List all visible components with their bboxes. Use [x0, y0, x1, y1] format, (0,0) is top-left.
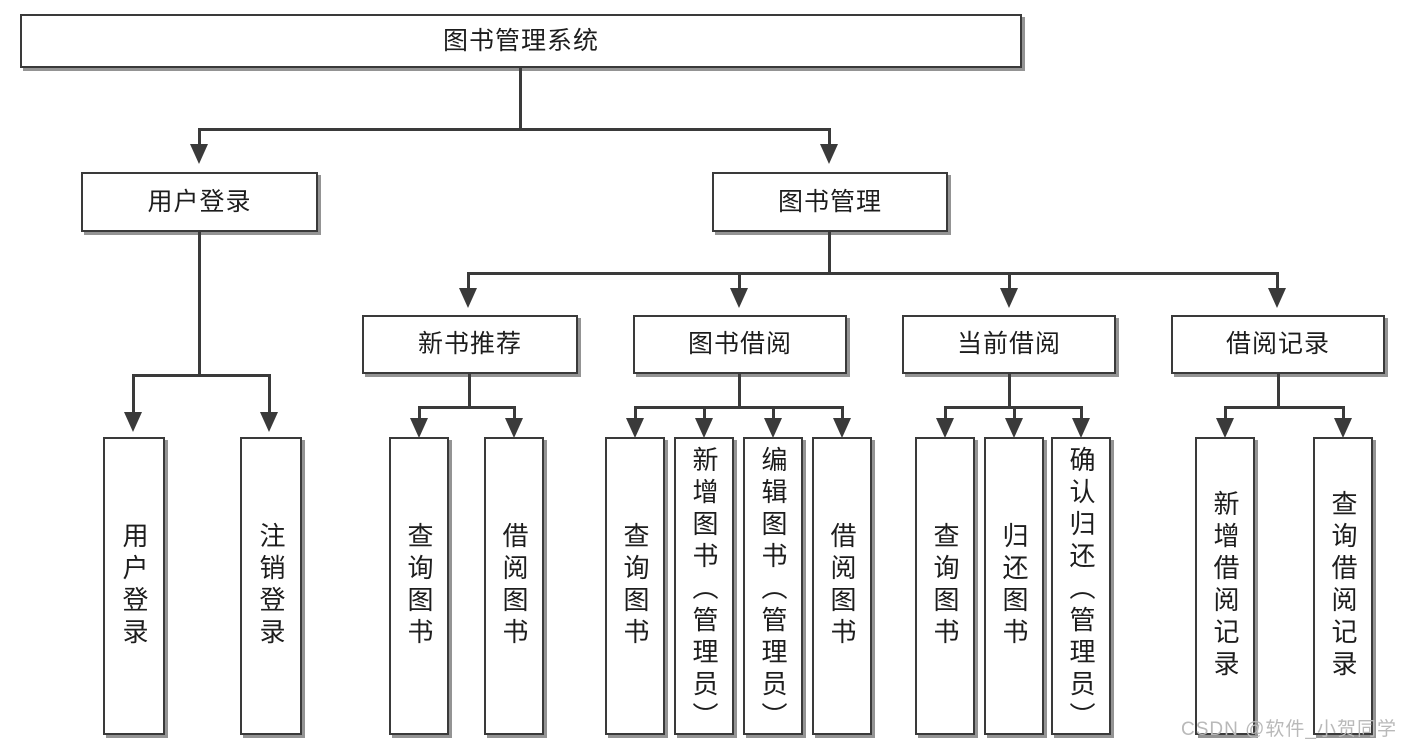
leaf-query-record[interactable]: 查询借阅记录	[1313, 437, 1373, 735]
connector-borrow-record-stem	[1277, 374, 1280, 408]
leaf-edit-book[interactable]: 编辑图书（管理员）	[743, 437, 803, 735]
leaf-return-book[interactable]: 归还图书	[984, 437, 1044, 735]
arrow-new-book-to-leaf-1	[410, 418, 428, 438]
leaf-confirm-return-label: 确认归还（管理员）	[1066, 446, 1096, 734]
arrow-book-borrow-to-leaf-4	[833, 418, 851, 438]
arrow-book-manage-to-new-book	[459, 288, 477, 308]
arrow-book-manage-to-current-borrow	[1000, 288, 1018, 308]
leaf-query-book-1[interactable]: 查询图书	[389, 437, 449, 735]
arrow-user-login-to-leaf-1	[124, 412, 142, 432]
node-user-login[interactable]: 用户登录	[81, 172, 318, 232]
connector-book-manage-to-book-borrow	[738, 272, 741, 290]
arrow-root-to-user-login	[190, 144, 208, 164]
connector-user-login-to-leaf-1	[132, 374, 135, 414]
node-root[interactable]: 图书管理系统	[20, 14, 1022, 68]
connector-book-manage-to-new-book	[467, 272, 470, 290]
leaf-add-book[interactable]: 新增图书（管理员）	[674, 437, 734, 735]
node-new-book-recommend[interactable]: 新书推荐	[362, 315, 578, 374]
leaf-borrow-book-1[interactable]: 借阅图书	[484, 437, 544, 735]
leaf-query-book-3[interactable]: 查询图书	[915, 437, 975, 735]
leaf-add-record-label: 新增借阅记录	[1210, 490, 1240, 682]
node-root-label: 图书管理系统	[442, 26, 599, 55]
connector-book-manage-to-current-borrow	[1008, 272, 1011, 290]
connector-book-manage-stem	[828, 232, 831, 274]
leaf-query-book-3-label: 查询图书	[930, 522, 960, 650]
leaf-add-record[interactable]: 新增借阅记录	[1195, 437, 1255, 735]
arrow-user-login-to-leaf-2	[260, 412, 278, 432]
node-current-borrow[interactable]: 当前借阅	[902, 315, 1116, 374]
connector-user-login-stem	[198, 232, 201, 376]
node-book-manage[interactable]: 图书管理	[712, 172, 948, 232]
arrow-root-to-book-manage	[820, 144, 838, 164]
watermark-text: CSDN @软件_小贺同学	[1181, 719, 1397, 740]
node-user-login-label: 用户登录	[147, 187, 252, 216]
node-book-borrow-label: 图书借阅	[687, 330, 792, 358]
connector-user-login-bus	[132, 374, 270, 377]
connector-root-bus	[198, 128, 831, 131]
node-book-borrow[interactable]: 图书借阅	[633, 315, 847, 374]
connector-new-book-bus	[418, 406, 516, 409]
arrow-current-borrow-to-leaf-1	[936, 418, 954, 438]
arrow-book-manage-to-book-borrow	[730, 288, 748, 308]
arrow-borrow-record-to-leaf-2	[1334, 418, 1352, 438]
arrow-book-manage-to-borrow-record	[1268, 288, 1286, 308]
arrow-book-borrow-to-leaf-2	[695, 418, 713, 438]
leaf-query-book-2[interactable]: 查询图书	[605, 437, 665, 735]
leaf-user-login[interactable]: 用户登录	[103, 437, 165, 735]
node-borrow-record-label: 借阅记录	[1225, 330, 1330, 358]
connector-new-book-stem	[468, 374, 471, 408]
leaf-logout-login-label: 注销登录	[256, 522, 286, 650]
leaf-borrow-book-2-label: 借阅图书	[827, 522, 857, 650]
leaf-query-book-1-label: 查询图书	[404, 522, 434, 650]
node-borrow-record[interactable]: 借阅记录	[1171, 315, 1385, 374]
leaf-borrow-book-2[interactable]: 借阅图书	[812, 437, 872, 735]
leaf-confirm-return[interactable]: 确认归还（管理员）	[1051, 437, 1111, 735]
connector-current-borrow-bus	[944, 406, 1081, 409]
leaf-logout-login[interactable]: 注销登录	[240, 437, 302, 735]
arrow-current-borrow-to-leaf-2	[1005, 418, 1023, 438]
leaf-add-book-label: 新增图书（管理员）	[689, 446, 719, 734]
arrow-current-borrow-to-leaf-3	[1072, 418, 1090, 438]
leaf-return-book-label: 归还图书	[999, 522, 1029, 650]
connector-root-stem	[519, 68, 522, 130]
connector-borrow-record-bus	[1224, 406, 1344, 409]
arrow-borrow-record-to-leaf-1	[1216, 418, 1234, 438]
leaf-edit-book-label: 编辑图书（管理员）	[758, 446, 788, 734]
connector-root-to-book-manage	[828, 128, 831, 146]
connector-book-borrow-stem	[738, 374, 741, 408]
node-new-book-recommend-label: 新书推荐	[417, 330, 522, 358]
connector-book-manage-bus	[467, 272, 1279, 275]
node-book-manage-label: 图书管理	[777, 187, 882, 216]
arrow-book-borrow-to-leaf-3	[764, 418, 782, 438]
leaf-query-book-2-label: 查询图书	[620, 522, 650, 650]
connector-current-borrow-stem	[1008, 374, 1011, 408]
connector-book-borrow-bus	[634, 406, 843, 409]
leaf-user-login-label: 用户登录	[119, 522, 149, 650]
connector-user-login-to-leaf-2	[268, 374, 271, 414]
connector-root-to-user-login	[198, 128, 201, 146]
arrow-new-book-to-leaf-2	[505, 418, 523, 438]
leaf-borrow-book-1-label: 借阅图书	[499, 522, 529, 650]
connector-book-manage-to-borrow-record	[1276, 272, 1279, 290]
leaf-query-record-label: 查询借阅记录	[1328, 490, 1358, 682]
arrow-book-borrow-to-leaf-1	[626, 418, 644, 438]
node-current-borrow-label: 当前借阅	[956, 330, 1061, 358]
